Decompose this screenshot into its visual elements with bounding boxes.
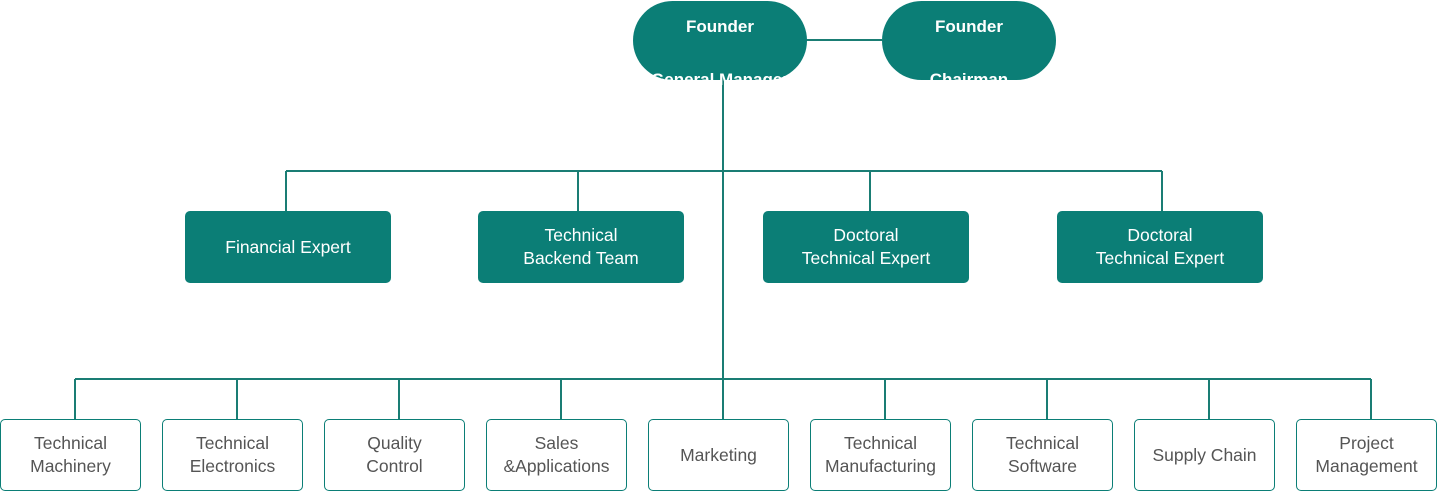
node-financial-expert: Financial Expert (185, 211, 391, 283)
node-technical-software: Technical Software (972, 419, 1113, 491)
financial-expert-label: Financial Expert (225, 236, 351, 257)
node-technical-machinery: Technical Machinery (0, 419, 141, 491)
node-chairman: Founder Chairman (882, 1, 1056, 89)
doctoral-technical-expert-label: Doctoral Technical Expert (1095, 225, 1225, 268)
chairman-title: Founder (934, 17, 1003, 37)
technical-machinery-label: Technical Machinery (30, 433, 111, 476)
technical-manufacturing-label: Technical Manufacturing (825, 433, 936, 476)
node-technical-backend-team: Technical Backend Team (478, 211, 684, 283)
node-technical-manufacturing: Technical Manufacturing (810, 419, 951, 491)
node-doctoral-technical-expert: Doctoral Technical Expert (1057, 211, 1263, 283)
supply-chain-label: Supply Chain (1152, 444, 1257, 465)
node-project-management: Project Management (1296, 419, 1437, 491)
doctoral-technical-expert-label: Doctoral Technical Expert (801, 225, 931, 268)
chairman-role: Chairman (929, 69, 1009, 89)
node-supply-chain: Supply Chain (1134, 419, 1275, 491)
general-manager-role: General Manager (651, 69, 789, 89)
marketing-label: Marketing (680, 444, 757, 465)
sales-applications-label: Sales &Applications (503, 433, 610, 476)
node-general-manager: Founder General Manager (633, 1, 807, 89)
general-manager-title: Founder (685, 17, 754, 37)
technical-backend-team-label: Technical Backend Team (523, 225, 639, 268)
node-technical-electronics: Technical Electronics (162, 419, 303, 491)
quality-control-label: Quality Control (366, 433, 423, 476)
project-management-label: Project Management (1315, 433, 1418, 476)
technical-electronics-label: Technical Electronics (189, 433, 276, 476)
technical-software-label: Technical Software (1006, 433, 1079, 476)
node-quality-control: Quality Control (324, 419, 465, 491)
node-doctoral-technical-expert: Doctoral Technical Expert (763, 211, 969, 283)
node-marketing: Marketing (648, 419, 789, 491)
node-sales-applications: Sales &Applications (486, 419, 627, 491)
